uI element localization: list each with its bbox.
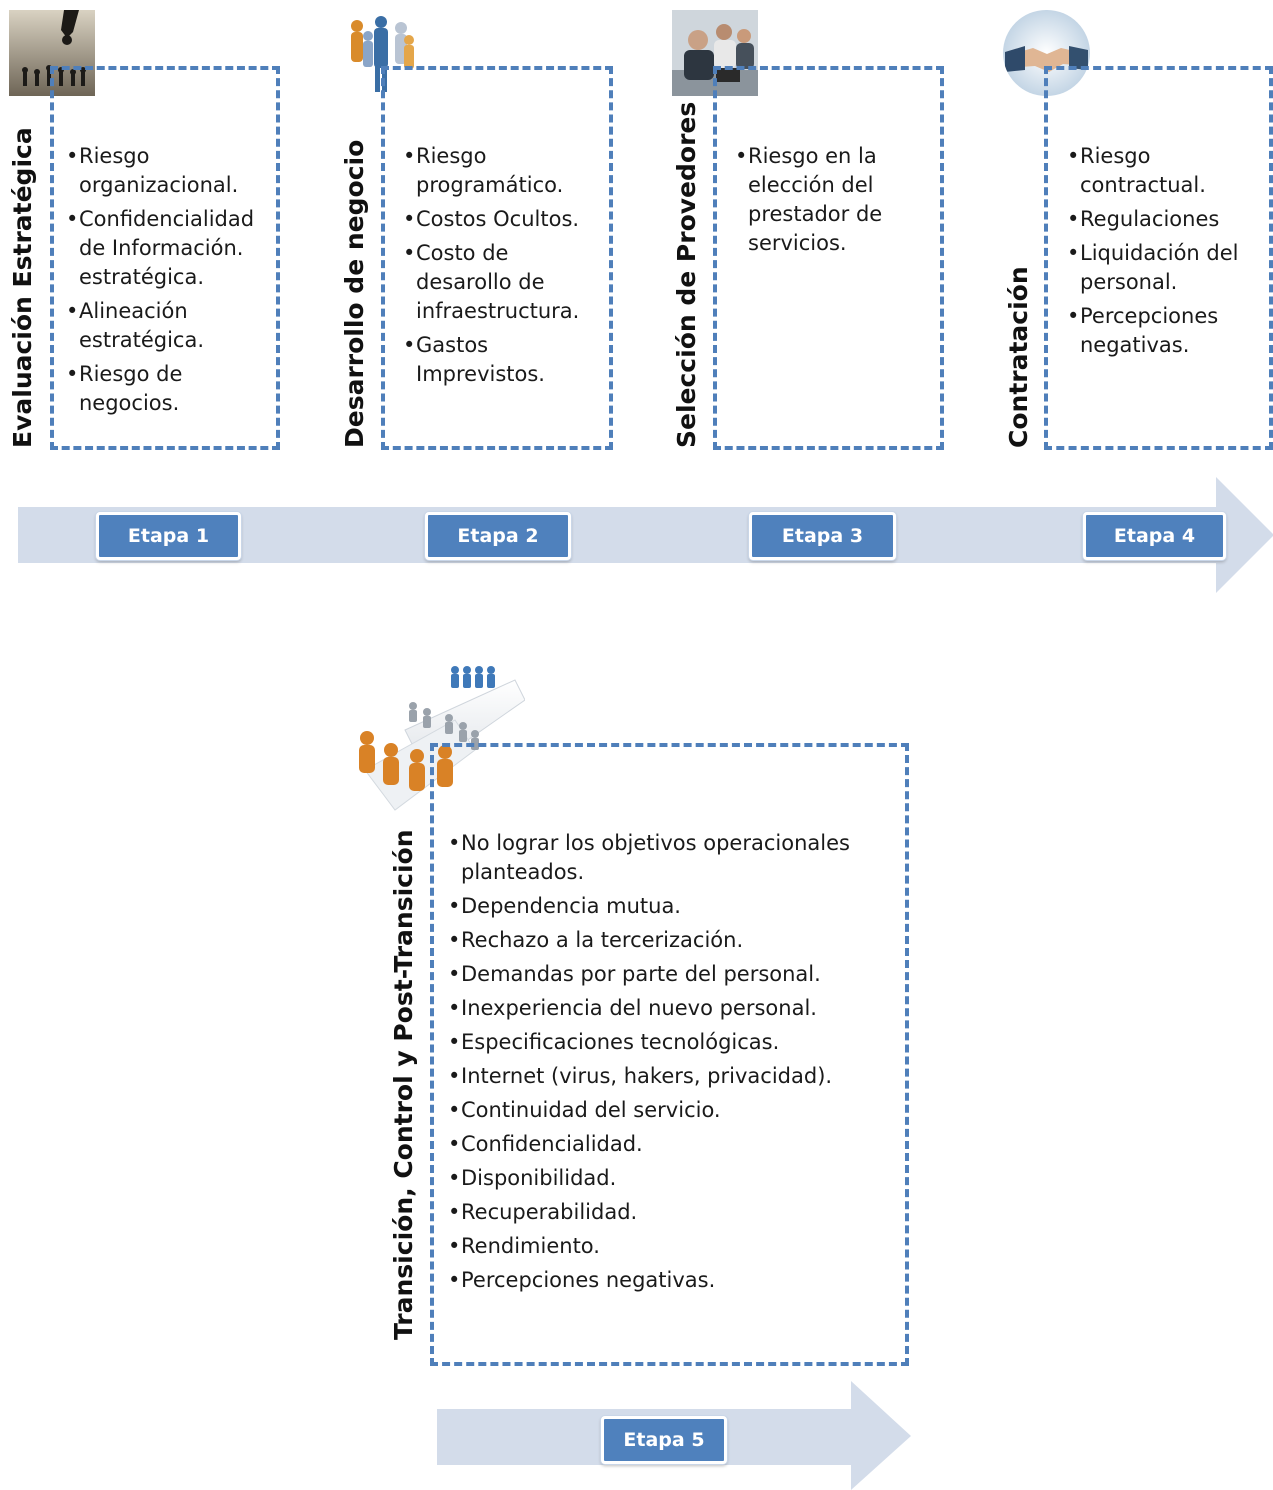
list-item: Confidencialidad.: [448, 1130, 897, 1159]
stage-4-risk-list: Riesgo contractual. Regulaciones Liquida…: [1067, 142, 1268, 365]
list-item: Rechazo a la tercerización.: [448, 926, 897, 955]
list-item: Percepciones negativas.: [448, 1266, 897, 1295]
list-item: Costos Ocultos.: [403, 205, 608, 234]
business-people-photo-icon: [343, 12, 419, 96]
list-item: Riesgo de negocios.: [66, 360, 273, 418]
list-item: Gastos Imprevistos.: [403, 331, 608, 389]
team-meeting-photo-icon: [672, 10, 758, 96]
stage-1-box: [50, 66, 280, 450]
list-item: Rendimiento.: [448, 1232, 897, 1261]
stage-3-risk-list: Riesgo en la elección del prestador de s…: [735, 142, 936, 263]
list-item: Regulaciones: [1067, 205, 1268, 234]
stage-1-badge: Etapa 1: [96, 512, 241, 560]
list-item: Riesgo organizacional.: [66, 142, 273, 200]
stage-5-box: [430, 743, 909, 1366]
list-item: Demandas por parte del personal.: [448, 960, 897, 989]
stage-4-title: Contratación: [1004, 266, 1033, 448]
stage-5-risk-list: No lograr los objetivos operacionales pl…: [448, 829, 897, 1300]
list-item: Liquidación del personal.: [1067, 239, 1268, 297]
stage-5-title: Transición, Control y Post-Transición: [389, 829, 418, 1340]
people-network-3d-icon: [345, 660, 525, 812]
stage-3-badge: Etapa 3: [749, 512, 896, 560]
list-item: Alineación estratégica.: [66, 297, 273, 355]
list-item: Especificaciones tecnológicas.: [448, 1028, 897, 1057]
list-item: Continuidad del servicio.: [448, 1096, 897, 1125]
stage-4-badge: Etapa 4: [1083, 512, 1226, 560]
stage-1-risk-list: Riesgo organizacional. Confidencialidad …: [66, 142, 273, 423]
stage-3-title: Selección de Provedores: [672, 101, 701, 448]
stage-3-box: [713, 66, 944, 450]
stage-2-risk-list: Riesgo programático. Costos Ocultos. Cos…: [403, 142, 608, 394]
list-item: Inexperiencia del nuevo personal.: [448, 994, 897, 1023]
list-item: Percepciones negativas.: [1067, 302, 1268, 360]
stage-2-title: Desarrollo de negocio: [340, 139, 369, 448]
stage-2-box: [381, 66, 613, 450]
stage-5-badge: Etapa 5: [601, 1416, 727, 1464]
list-item: Recuperabilidad.: [448, 1198, 897, 1227]
list-item: No lograr los objetivos operacionales pl…: [448, 829, 897, 887]
list-item: Confidencialidad de Información. estraté…: [66, 205, 273, 292]
list-item: Riesgo contractual.: [1067, 142, 1268, 200]
list-item: Dependencia mutua.: [448, 892, 897, 921]
list-item: Disponibilidad.: [448, 1164, 897, 1193]
timeline-arrow-top: [18, 477, 1273, 593]
list-item: Internet (virus, hakers, privacidad).: [448, 1062, 897, 1091]
list-item: Riesgo programático.: [403, 142, 608, 200]
list-item: Riesgo en la elección del prestador de s…: [735, 142, 936, 258]
stage-2-badge: Etapa 2: [425, 512, 571, 560]
list-item: Costo de desarollo de infraestructura.: [403, 239, 608, 326]
stage-4-box: [1044, 66, 1273, 450]
stage-1-title: Evaluación Estratégica: [8, 127, 37, 448]
